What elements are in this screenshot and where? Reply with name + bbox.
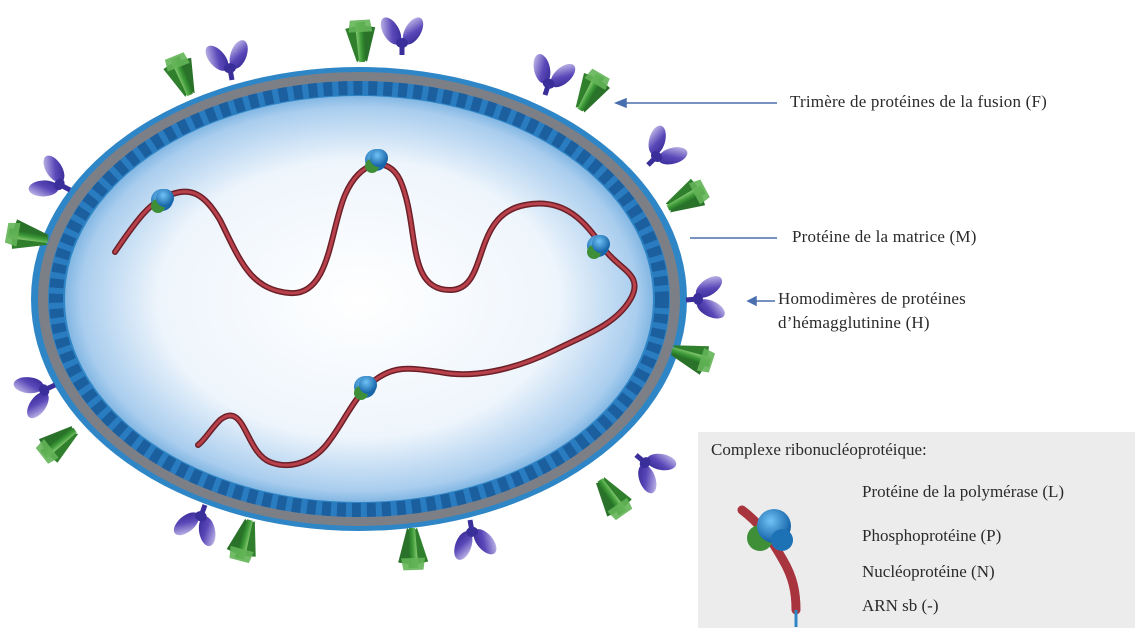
viral-envelope [31, 67, 687, 531]
legend-title: Complexe ribonucléoprotéique: [711, 440, 927, 460]
label-fusion-protein: Trimère de protéines de la fusion (F) [790, 92, 1047, 112]
fusion-protein-icon [588, 471, 637, 523]
hemagglutinin-icon [630, 118, 695, 183]
hemagglutinin-icon [521, 48, 582, 103]
legend-item-rna: ARN sb (-) [862, 596, 939, 616]
hemagglutinin-icon [445, 516, 502, 565]
fusion-protein-icon [225, 516, 265, 564]
legend-item-phosphoprotein: Phosphoprotéine (P) [862, 526, 1001, 546]
fusion-protein-icon [345, 19, 377, 63]
legend-item-nucleoprotein: Nucléoprotéine (N) [862, 562, 995, 582]
hemagglutinin-icon [377, 14, 428, 55]
label-hemagglutinin: Homodimères de protéines d’hémagglutinin… [778, 287, 1078, 335]
hemagglutinin-icon [620, 436, 684, 501]
fusion-protein-icon [397, 527, 428, 570]
label-matrix-protein: Protéine de la matrice (M) [792, 227, 977, 247]
hemagglutinin-icon [200, 35, 257, 84]
hemagglutinin-icon [684, 271, 729, 325]
fusion-protein-icon [160, 50, 204, 100]
legend-item-polymerase: Protéine de la polymérase (L) [862, 482, 1064, 502]
fusion-protein-icon [661, 175, 712, 221]
fusion-protein-icon [33, 418, 85, 467]
